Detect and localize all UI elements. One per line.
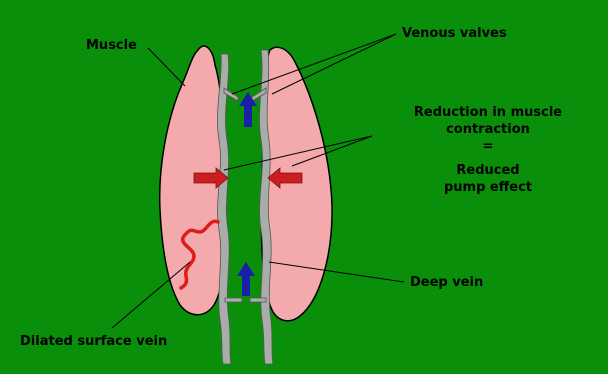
label-deep-vein: Deep vein (410, 275, 483, 290)
label-reduced-line2: pump effect (444, 180, 532, 195)
venous-valve-lower-right (250, 298, 266, 302)
venous-valve-lower-left (225, 298, 242, 302)
label-reduced-line1: Reduced (456, 163, 519, 178)
label-venous-valves: Venous valves (402, 26, 507, 41)
label-muscle: Muscle (86, 38, 137, 53)
label-reduction-line2: contraction (446, 122, 530, 137)
label-equals: = (483, 139, 494, 154)
label-reduction-line1: Reduction in muscle (414, 105, 562, 120)
label-dilated-surface-vein: Dilated surface vein (20, 334, 167, 349)
